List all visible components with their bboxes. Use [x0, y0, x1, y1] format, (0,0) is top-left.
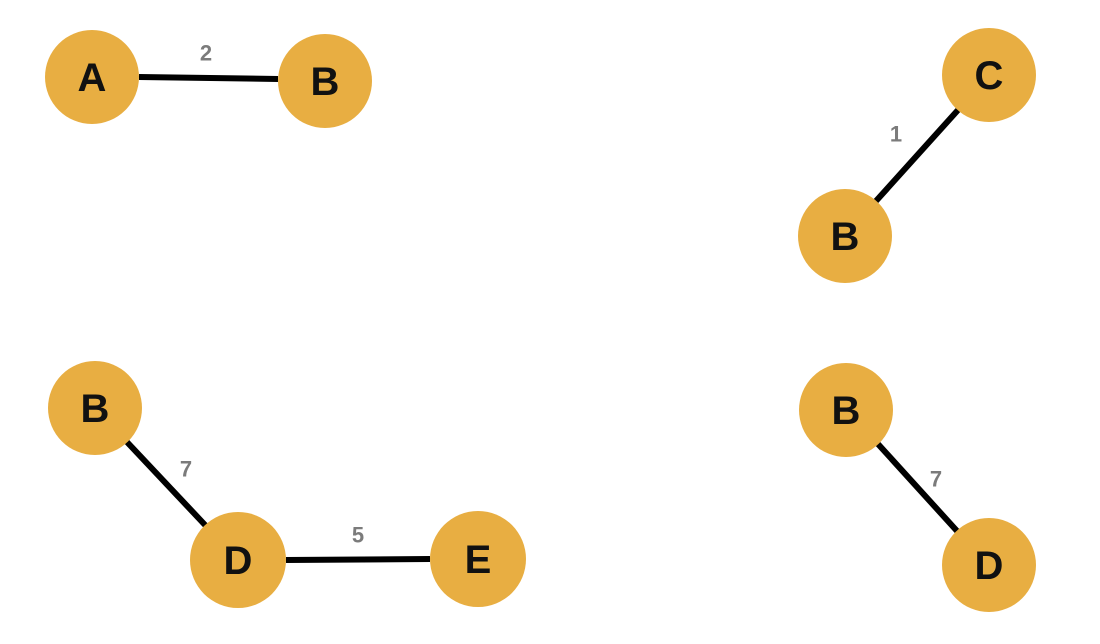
node-br-d[interactable] [942, 518, 1036, 612]
node-label-bl-d: D [224, 539, 253, 583]
graph-component-component-top-right: C B 1 [798, 28, 1036, 283]
node-label-tl-b: B [311, 60, 340, 104]
edge-b-d[interactable] [124, 439, 209, 529]
node-label-tl-a: A [78, 56, 107, 100]
edge-weight-edge-a-b: 2 [200, 41, 212, 66]
graph-component-component-top-left: A B 2 [45, 30, 372, 128]
node-tr-b[interactable] [798, 189, 892, 283]
edge-d-e[interactable] [285, 556, 431, 563]
graph-component-component-bottom-right: B D 7 [799, 363, 1036, 612]
edge-weight-edge-b-c: 1 [890, 122, 902, 147]
edge-weight-edge-d-e: 5 [352, 523, 364, 548]
node-label-br-b: B [832, 389, 861, 433]
node-bl-d[interactable] [190, 512, 286, 608]
node-label-bl-e: E [465, 538, 492, 582]
node-label-bl-b: B [81, 387, 110, 431]
node-tr-c[interactable] [942, 28, 1036, 122]
node-label-tr-b: B [831, 215, 860, 259]
node-bl-b[interactable] [48, 361, 142, 455]
edge-b-d[interactable] [875, 441, 960, 534]
node-br-b[interactable] [799, 363, 893, 457]
edge-b-c[interactable] [873, 107, 961, 204]
node-bl-e[interactable] [430, 511, 526, 607]
node-label-br-d: D [975, 544, 1004, 588]
graph-component-component-bottom-left: B D E 7 5 [48, 361, 526, 608]
node-tl-b[interactable] [278, 34, 372, 128]
node-tl-a[interactable] [45, 30, 139, 124]
edge-weight-edge-b-d-right: 7 [930, 467, 942, 492]
node-label-tr-c: C [975, 54, 1004, 98]
edge-weight-edge-b-d-left: 7 [180, 457, 192, 482]
edge-a-b[interactable] [138, 74, 279, 82]
